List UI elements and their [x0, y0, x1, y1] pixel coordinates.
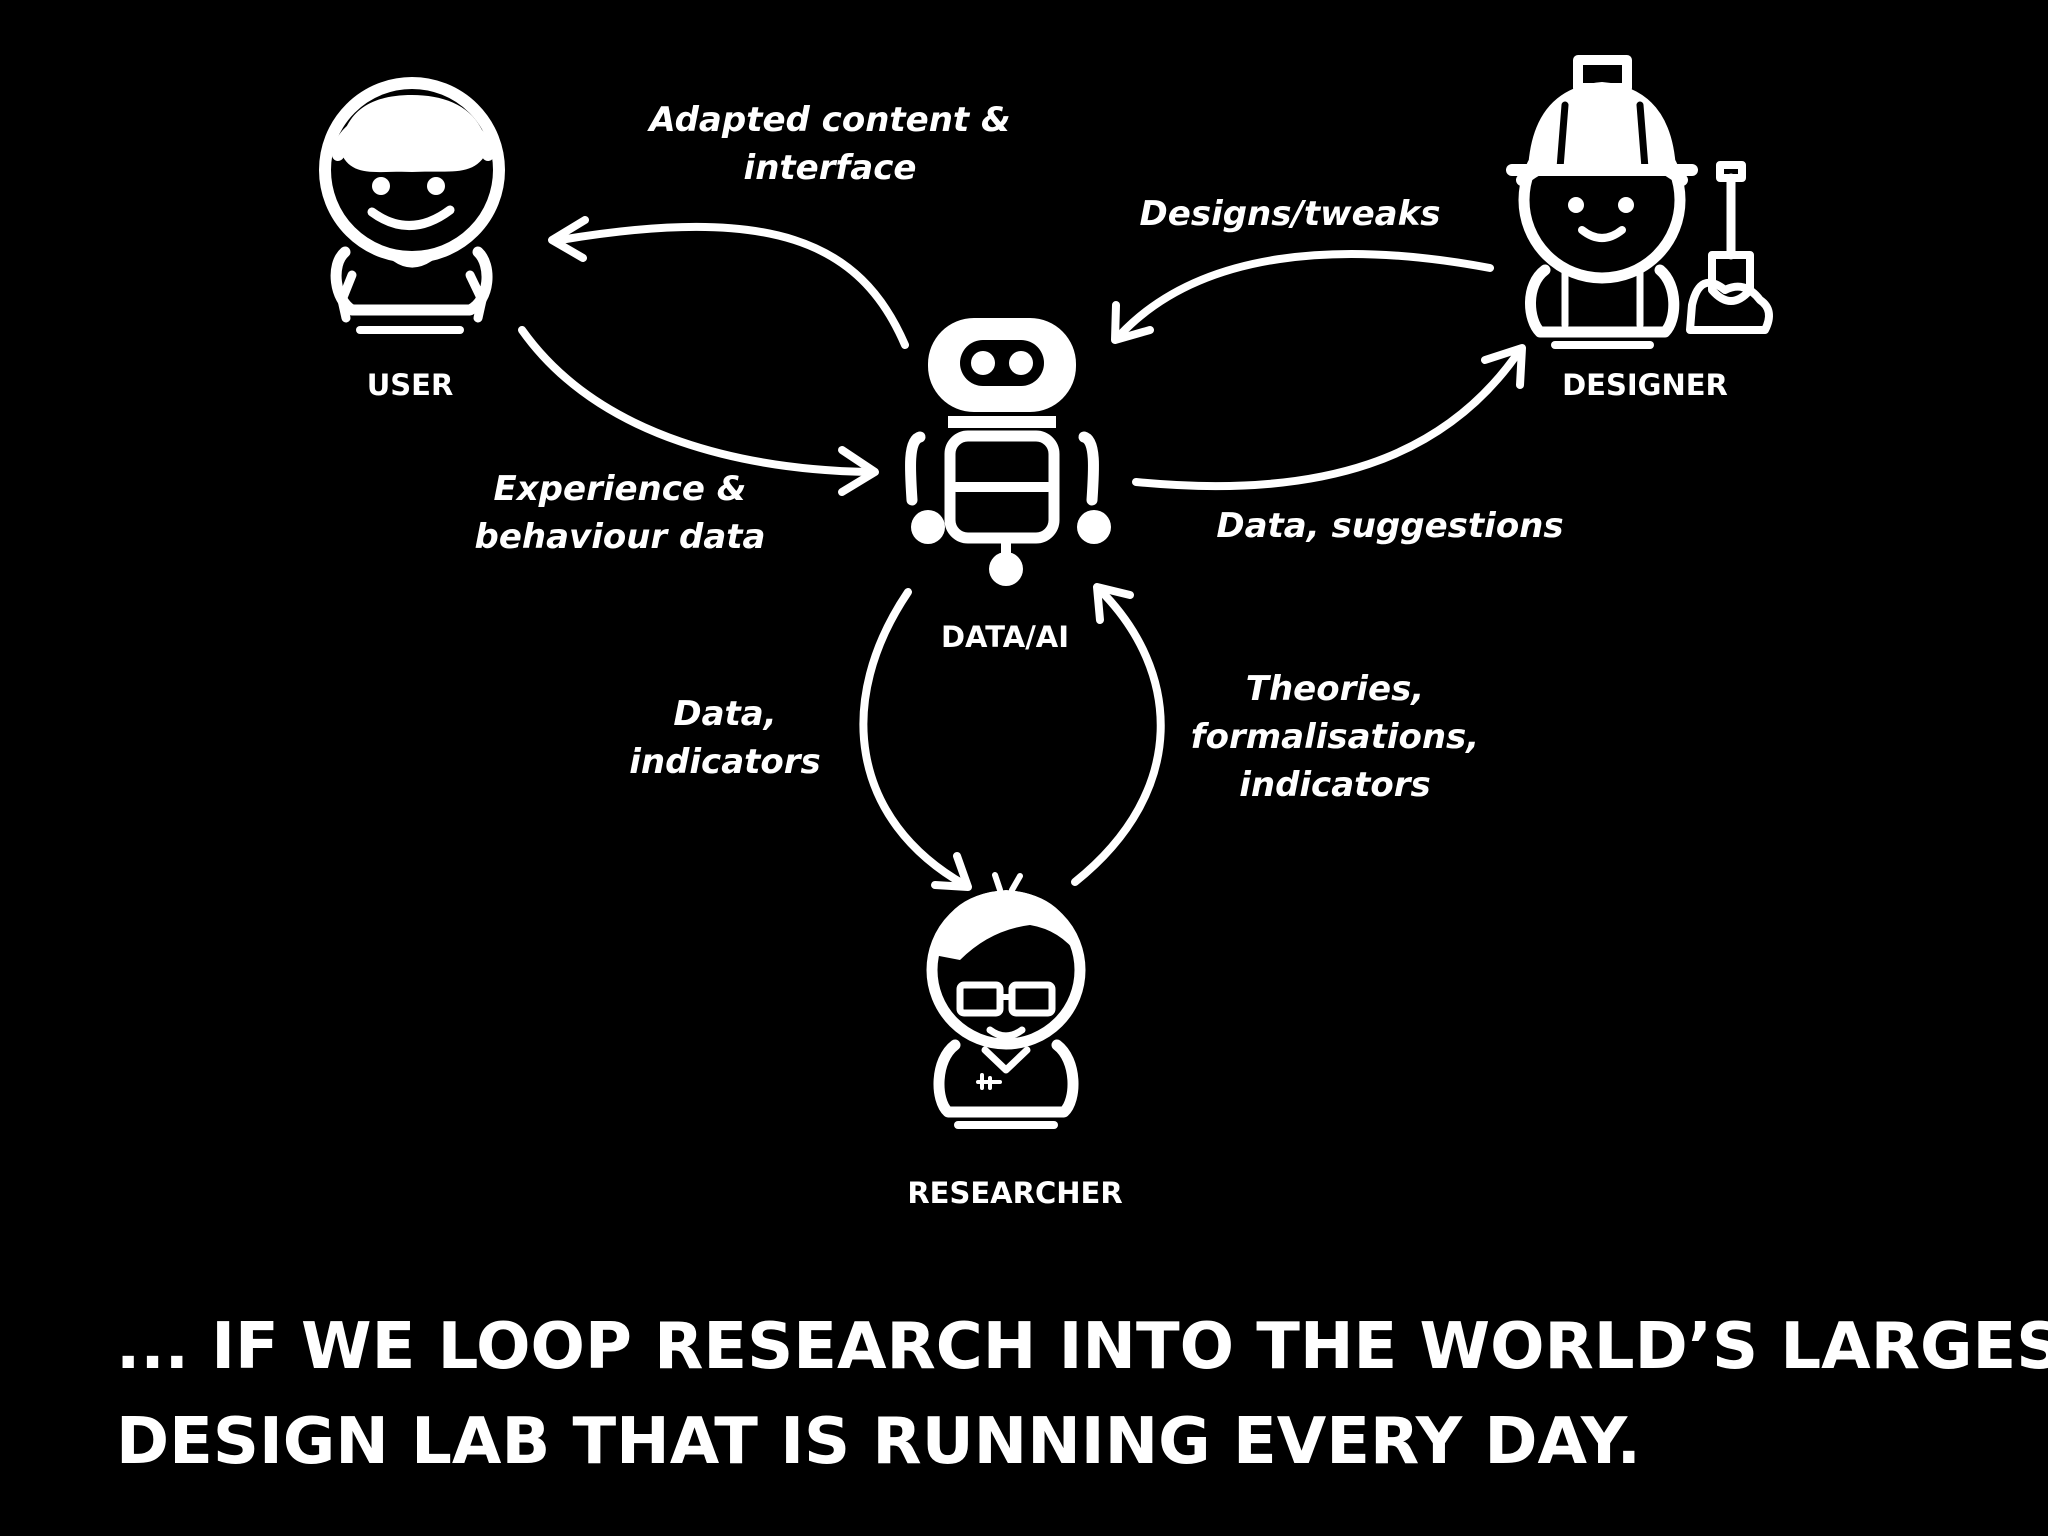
edge-label-user-to-ai: Experience & behaviour data [474, 469, 766, 557]
arrow-researcher-to-ai [1071, 583, 1165, 886]
edge-label-researcher-to-ai: Theories, formalisations, indicators [1190, 669, 1480, 805]
node-label-designer: DESIGNER [1562, 368, 1728, 402]
node-label-ai: DATA/AI [940, 620, 1070, 654]
edge-label-ai-to-researcher: Data, indicators [629, 694, 821, 782]
caption-line-1: ... IF WE LOOP RESEARCH INTO THE WORLD’S… [116, 1310, 2048, 1384]
arrow-designer-to-ai [1111, 250, 1494, 344]
edge-label-designer-to-ai: Designs/tweaks [1139, 194, 1441, 234]
node-label-researcher: RESEARCHER [907, 1176, 1123, 1210]
arrow-ai-to-researcher [859, 588, 972, 891]
caption-line-2: DESIGN LAB THAT IS RUNNING EVERY DAY. [116, 1405, 1641, 1479]
edge-label-ai-to-user: Adapted content & interface [649, 100, 1011, 188]
node-label-user: USER [366, 368, 454, 402]
arrow-ai-to-designer [1132, 344, 1526, 491]
robot-icon [905, 318, 1111, 586]
edge-label-ai-to-designer: Data, suggestions [1216, 506, 1564, 546]
arrow-user-to-ai [518, 326, 879, 496]
arrow-ai-to-user [548, 216, 909, 349]
researcher-figure-icon [926, 872, 1086, 1129]
designer-figure-icon [1506, 55, 1773, 349]
user-figure-icon [319, 77, 505, 334]
slide-caption: ... IF WE LOOP RESEARCH INTO THE WORLD’S… [116, 1300, 2048, 1490]
